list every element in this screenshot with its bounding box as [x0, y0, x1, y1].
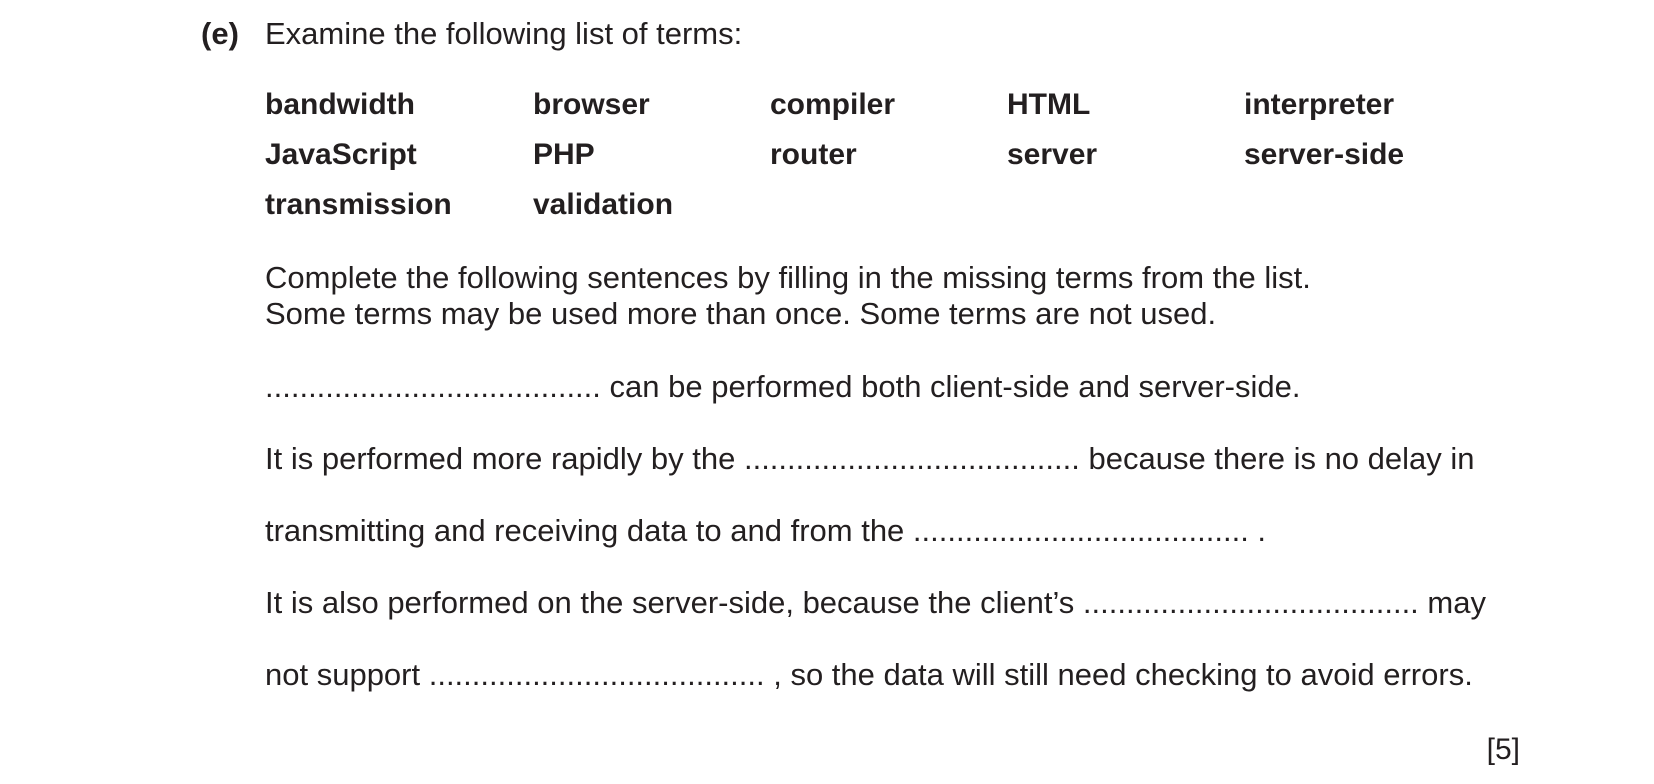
instruction-line: Some terms may be used more than once. S… [265, 296, 1217, 331]
term: JavaScript [265, 138, 417, 171]
sentence-line: It is performed more rapidly by the ....… [265, 441, 1475, 476]
term: validation [533, 188, 674, 221]
sentence-line: not support ............................… [265, 657, 1473, 692]
term: router [770, 138, 857, 171]
term-list: bandwidth browser compiler HTML interpre… [265, 85, 1565, 245]
term: server [1007, 138, 1098, 171]
term: bandwidth [265, 88, 415, 121]
term: HTML [1007, 88, 1091, 121]
term: compiler [770, 88, 896, 121]
sentence-line: ....................................... … [265, 369, 1301, 404]
term: browser [533, 88, 650, 121]
question-prompt: Examine the following list of terms: [265, 16, 743, 51]
sentence-line: transmitting and receiving data to and f… [265, 513, 1267, 548]
term: interpreter [1244, 88, 1395, 121]
sentence-line: It is also performed on the server-side,… [265, 585, 1486, 620]
instruction-line: Complete the following sentences by fill… [265, 260, 1311, 295]
term: transmission [265, 188, 452, 221]
term: server-side [1244, 138, 1405, 171]
question-label: (e) [201, 16, 239, 51]
term: PHP [533, 138, 595, 171]
marks-indicator: [5] [1486, 733, 1520, 766]
